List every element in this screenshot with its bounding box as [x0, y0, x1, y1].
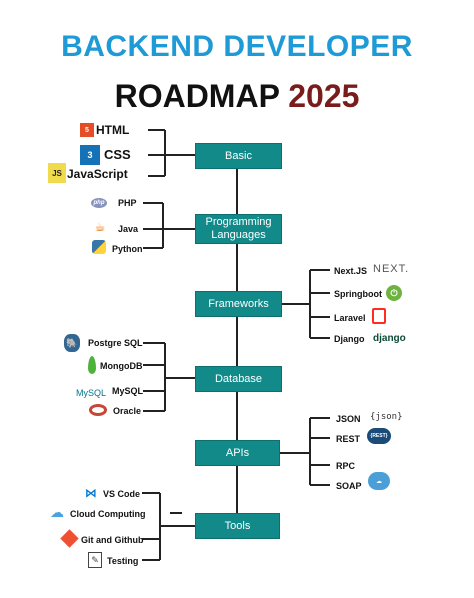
oracle-icon — [89, 404, 107, 416]
node-programming-languages: Programming Languages — [195, 214, 282, 244]
laravel-icon — [372, 308, 386, 324]
html5-icon: 5 — [80, 123, 94, 137]
testing-icon: ✎ — [88, 552, 102, 568]
cloud-computing-label: Cloud Computing — [70, 509, 146, 519]
laravel-label: Laravel — [334, 313, 366, 323]
title-line-1: BACKEND DEVELOPER — [61, 30, 413, 63]
node-apis: APIs — [195, 440, 280, 466]
json-icon: {json} — [370, 412, 403, 422]
soap-label: SOAP — [336, 481, 362, 491]
node-tools: Tools — [195, 513, 280, 539]
cloud-icon: ☁ — [50, 503, 64, 520]
mongodb-label: MongoDB — [100, 361, 143, 371]
mysql-label: MySQL — [112, 386, 144, 396]
php-label: PHP — [118, 198, 137, 208]
python-icon — [92, 240, 106, 254]
php-icon: php — [91, 198, 107, 208]
nextjs-label: Next.JS — [334, 266, 368, 276]
java-icon: ☕ — [94, 220, 106, 234]
rest-icon: {REST} — [367, 428, 391, 444]
postgresql-label: Postgre SQL — [88, 338, 143, 348]
nextjs-icon: NEXT. — [373, 263, 410, 275]
python-label: Python — [112, 244, 143, 254]
vscode-label: VS Code — [103, 489, 141, 499]
node-languages-line2: Languages — [211, 229, 266, 241]
rest-label: REST — [336, 434, 361, 444]
html-label: HTML — [96, 123, 130, 137]
title-roadmap: ROADMAP — [114, 78, 280, 114]
node-languages-line1: Programming — [205, 216, 272, 228]
springboot-label: Springboot — [334, 289, 382, 299]
oracle-label: Oracle — [113, 406, 142, 416]
mongodb-icon — [88, 356, 96, 374]
css3-icon: 3 — [80, 145, 100, 165]
vscode-icon: ⋈ — [85, 486, 97, 500]
postgresql-icon: 🐘 — [64, 334, 80, 352]
testing-label: Testing — [107, 556, 139, 566]
rpc-label: RPC — [336, 461, 356, 471]
title-year: 2025 — [288, 78, 360, 114]
node-basic: Basic — [195, 143, 282, 169]
json-label: JSON — [336, 414, 361, 424]
node-frameworks: Frameworks — [195, 291, 282, 317]
mysql-icon: MySQL — [76, 388, 107, 398]
springboot-icon: ⏻ — [386, 285, 402, 301]
django-label: Django — [334, 334, 365, 344]
javascript-label: JavaScript — [67, 167, 128, 181]
node-database: Database — [195, 366, 282, 392]
git-github-label: Git and Github — [81, 535, 144, 545]
java-label: Java — [118, 224, 139, 234]
css-label: CSS — [104, 147, 131, 162]
django-icon: django — [373, 333, 406, 344]
title-line-2: ROADMAP 2025 — [0, 78, 474, 115]
javascript-icon: JS — [48, 163, 66, 183]
soap-icon: ☁ — [368, 472, 390, 490]
